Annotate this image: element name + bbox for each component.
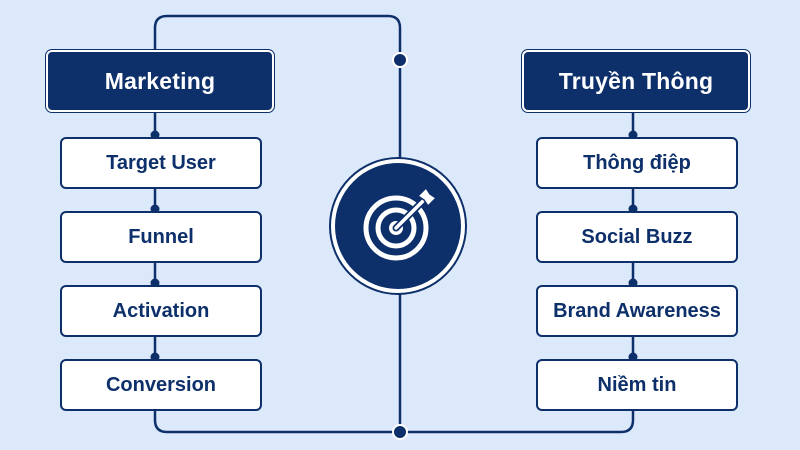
left-item-conversion: Conversion [60, 359, 262, 411]
left-item-target-user: Target User [60, 137, 262, 189]
right-item-brand-awareness: Brand Awareness [536, 285, 738, 337]
junction-dot-bottom [392, 424, 408, 440]
center-target [331, 159, 465, 293]
junction-dot-top [392, 52, 408, 68]
target-icon [363, 187, 437, 261]
left-item-funnel: Funnel [60, 211, 262, 263]
right-item-thong-diep: Thông điệp [536, 137, 738, 189]
right-item-social-buzz: Social Buzz [536, 211, 738, 263]
left-item-activation: Activation [60, 285, 262, 337]
right-item-niem-tin: Niềm tin [536, 359, 738, 411]
top-connector-line [153, 14, 402, 161]
truyen-thong-header: Truyền Thông [522, 50, 750, 112]
marketing-header: Marketing [46, 50, 274, 112]
